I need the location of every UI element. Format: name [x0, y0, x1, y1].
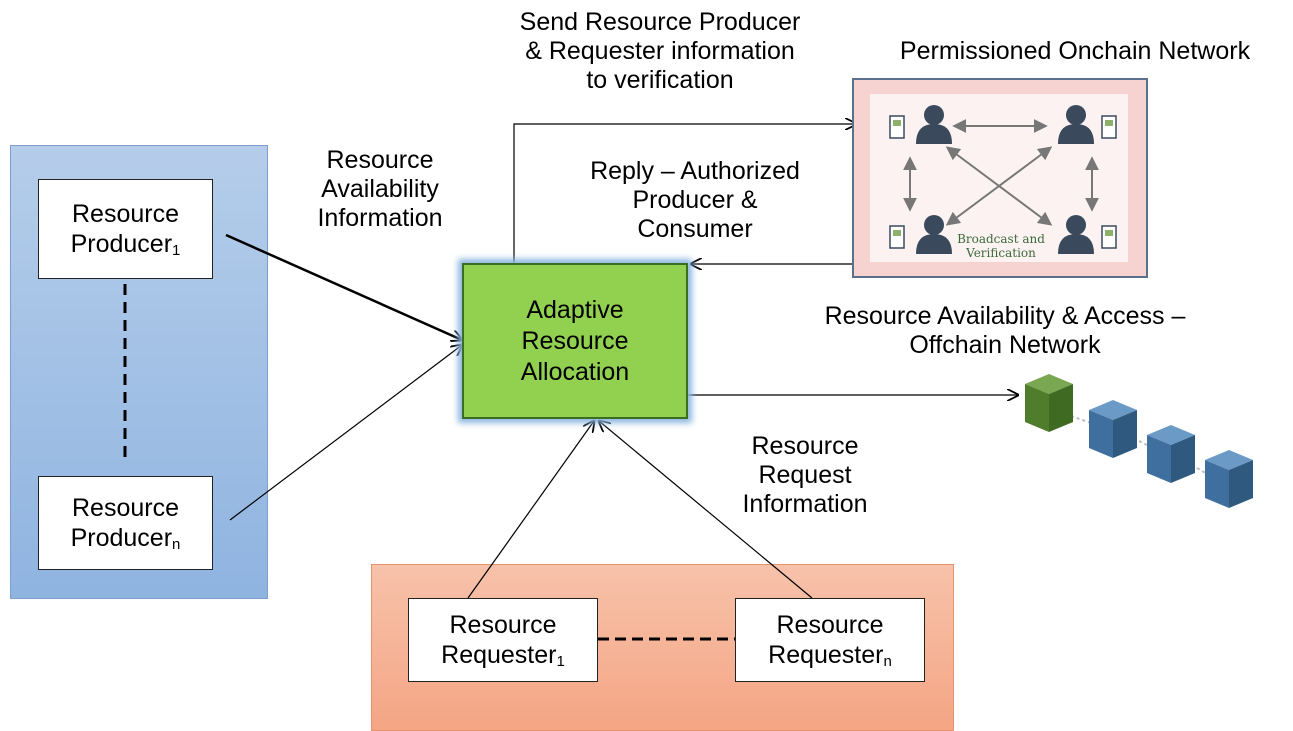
broadcast-label-line-1: Broadcast and	[957, 232, 1045, 246]
allocator-line-1: Adaptive	[526, 295, 624, 324]
availability-info-label: Resource Availability Information	[317, 146, 443, 232]
arrow-producern-to-allocator	[229, 345, 462, 521]
reply-label: Reply – Authorized Producer & Consumer	[590, 157, 800, 243]
broadcast-label-line-2: Verification	[965, 246, 1036, 260]
person-icon	[1058, 215, 1094, 254]
onchain-network-image: Broadcast and Verification	[852, 78, 1148, 278]
onchain-title: Permissioned Onchain Network	[899, 37, 1251, 65]
allocator-line-3: Allocation	[520, 357, 630, 386]
cube-block-icon	[1089, 400, 1137, 458]
arrow-requestern-to-allocator	[599, 421, 813, 599]
request-info-label: Resource Request Information	[742, 432, 868, 518]
document-icon	[1101, 115, 1117, 139]
requester-n-index: n	[883, 653, 892, 670]
person-icon	[1058, 105, 1094, 144]
producer-n-index: n	[172, 536, 181, 553]
document-icon	[889, 225, 905, 249]
arrow-producer1-to-allocator	[225, 233, 462, 340]
send-verification-label: Send Resource Producer & Requester infor…	[519, 8, 801, 94]
cube-block-icon	[1147, 425, 1195, 483]
arrow-allocator-to-onchain	[513, 124, 856, 263]
allocator-line-2: Resource	[521, 326, 629, 355]
resource-producer-1-box: Resource Producer1	[38, 179, 213, 279]
person-icon	[916, 215, 952, 254]
requester-1-index: 1	[556, 653, 565, 670]
cube-block-icon	[1025, 374, 1073, 432]
cube-block-icon	[1205, 450, 1253, 508]
onchain-network-graphic: Broadcast and Verification	[889, 105, 1117, 260]
offchain-blockchain-image	[1025, 374, 1253, 508]
arrow-requester1-to-allocator	[467, 421, 594, 599]
double-arrow-icon	[945, 146, 1053, 226]
offchain-title: Resource Availability & Access – Offchai…	[824, 302, 1186, 359]
document-icon	[1101, 225, 1117, 249]
producer-1-index: 1	[172, 242, 181, 259]
resource-requester-1-box: Resource Requester1	[408, 598, 598, 682]
resource-producer-n-box: Resource Producern	[38, 476, 213, 570]
person-icon	[916, 105, 952, 144]
resource-requester-n-box: Resource Requestern	[735, 598, 925, 682]
adaptive-resource-allocation-box: Adaptive Resource Allocation	[462, 263, 688, 419]
document-icon	[889, 115, 905, 139]
